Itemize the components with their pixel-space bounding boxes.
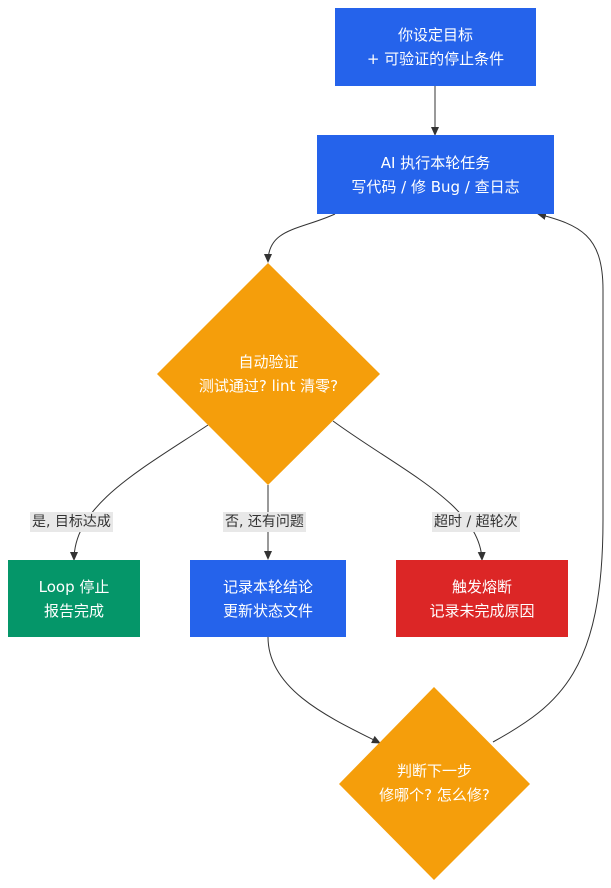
node-verify-diamond bbox=[157, 263, 380, 485]
edge-record-to-next bbox=[267, 636, 381, 744]
node-record-box bbox=[190, 560, 346, 637]
node-breaker-label: 触发熔断 记录未完成原因 bbox=[396, 560, 568, 637]
node-execute-box bbox=[317, 135, 554, 214]
node-start-label: 你设定目标 + 可验证的停止条件 bbox=[335, 8, 536, 86]
node-breaker-box bbox=[396, 560, 568, 637]
node-execute-line2: 写代码 / 修 Bug / 查日志 bbox=[351, 177, 520, 196]
node-stop-label: Loop 停止 报告完成 bbox=[8, 560, 140, 637]
node-execute-label: AI 执行本轮任务 写代码 / 修 Bug / 查日志 bbox=[317, 135, 554, 214]
edge-verify-to-breaker bbox=[332, 420, 486, 561]
node-next-diamond bbox=[339, 687, 530, 880]
node-record-line2: 更新状态文件 bbox=[222, 601, 313, 620]
edge-label-timeout: 超时 / 超轮次 bbox=[432, 512, 520, 532]
node-verify-line2: 测试通过? lint 清零? bbox=[198, 377, 339, 395]
edge-next-to-execute bbox=[492, 212, 604, 743]
node-verify-label: 自动验证 测试通过? lint 清零? bbox=[157, 340, 380, 408]
node-start-line1: 你设定目标 bbox=[397, 26, 473, 44]
node-start-line2: + 可验证的停止条件 bbox=[366, 50, 505, 68]
edge-execute-to-verify bbox=[264, 213, 336, 263]
node-stop-box bbox=[8, 560, 140, 637]
edge-verify-to-stop bbox=[70, 424, 209, 561]
node-breaker-line1: 触发熔断 bbox=[451, 577, 512, 596]
node-verify-line1: 自动验证 bbox=[238, 353, 299, 371]
node-stop-line2: 报告完成 bbox=[43, 601, 104, 620]
node-breaker-line2: 记录未完成原因 bbox=[429, 601, 535, 620]
node-start-box bbox=[335, 8, 536, 86]
node-next-line2: 修哪个? 怎么修? bbox=[379, 786, 490, 804]
node-stop-line1: Loop 停止 bbox=[38, 577, 110, 596]
node-execute-line1: AI 执行本轮任务 bbox=[380, 153, 491, 172]
node-record-label: 记录本轮结论 更新状态文件 bbox=[190, 560, 346, 637]
edge-label-no: 否, 还有问题 bbox=[223, 512, 306, 532]
edge-label-yes: 是, 目标达成 bbox=[30, 512, 113, 532]
node-record-line1: 记录本轮结论 bbox=[222, 577, 313, 596]
node-next-label: 判断下一步 修哪个? 怎么修? bbox=[339, 749, 530, 817]
node-next-line1: 判断下一步 bbox=[396, 762, 472, 780]
